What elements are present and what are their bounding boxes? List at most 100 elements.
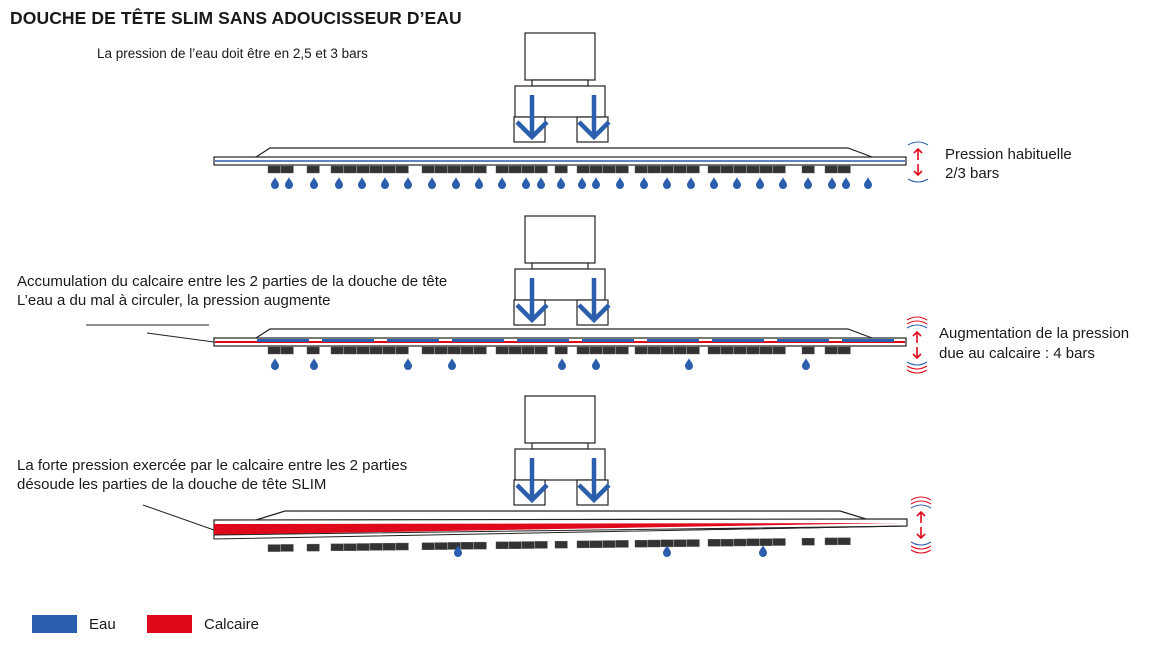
nozzle [707,539,721,547]
nozzle [267,544,281,552]
mixer-neck [531,262,589,270]
panel-1-pressure-label-line-2: 2/3 bars [945,165,1000,182]
pressure-wave-icon [910,545,932,550]
nozzle [589,346,603,355]
nozzle [343,543,357,551]
water-drop-icon [271,358,279,370]
water-pocket [582,339,634,342]
pressure-wave-icon [906,316,928,321]
callout-leader-line [146,332,215,343]
panel-2-caption-line-1: Accumulation du calcaire entre les 2 par… [17,273,448,290]
nozzle [460,542,474,550]
nozzle [589,540,603,548]
nozzle [720,538,734,547]
nozzle [369,346,383,355]
limescale-layer [214,523,900,535]
nozzle [634,539,648,548]
nozzle [508,541,522,549]
water-pocket [777,339,829,342]
shower-head-top-plate [255,147,873,158]
pressure-wave-icon [906,365,928,370]
pressure-wave-icon [910,496,932,501]
water-pocket [647,339,699,342]
nozzle [447,346,461,355]
panel-3-caption-line-2: désoude les parties de la douche de tête… [17,476,327,493]
nozzle [576,346,590,355]
water-drop-icon [271,177,279,189]
page-title: DOUCHE DE TÊTE SLIM SANS ADOUCISSEUR D’E… [10,8,462,28]
water-pocket [517,339,569,342]
water-drop-icon [687,177,695,189]
water-drop-icon [310,358,318,370]
water-drop-icon [864,177,872,189]
water-drop-icon [358,177,366,189]
water-drop-icon [404,177,412,189]
nozzle [634,346,648,355]
water-drop-icon [452,177,460,189]
water-drop-icon [537,177,545,189]
nozzle [521,346,535,355]
mixer-box [524,32,596,81]
nozzle [280,544,294,552]
water-flow-arrowhead-icon [515,120,549,141]
nozzle [733,538,747,547]
nozzle [421,165,435,174]
nozzle [382,346,396,355]
water-drop-icon [522,177,530,189]
connector-body [514,268,606,301]
water-drop-icon [663,545,671,557]
nozzle [602,346,616,355]
panel-1-pressure-label-line-1: Pression habituelle [945,146,1072,163]
callout-leader-line [142,504,215,531]
nozzle [660,165,674,174]
water-drop-icon [335,177,343,189]
nozzle [382,543,396,551]
water-drop-icon [578,177,586,189]
legend-label-limescale: Calcaire [204,615,260,633]
nozzle [801,537,815,546]
nozzle [720,165,734,174]
nozzle [759,538,773,546]
nozzle [447,165,461,174]
water-pocket [712,339,764,342]
mixer-box [524,395,596,444]
panel-limescale-buildup [86,215,928,374]
nozzle [589,165,603,174]
water-flow-arrowhead-icon [577,303,611,324]
nozzle [369,543,383,551]
nozzle [824,537,838,546]
pressure-wave-icon [906,369,928,374]
nozzle [673,346,687,355]
nozzle [673,539,687,547]
pressure-wave-icon [910,541,932,546]
nozzle [495,165,509,174]
nozzle [508,165,522,174]
pressure-up-arrowhead-icon [913,147,923,154]
water-drop-icon [558,358,566,370]
nozzle [434,165,448,174]
water-pocket [387,339,439,342]
nozzle [369,165,383,174]
panel-2-pressure-label-line-1: Augmentation de la pression [939,325,1130,342]
connector-body [514,85,606,118]
pressure-wave-icon [906,320,928,325]
nozzle [267,346,281,355]
pressure-up-arrowhead-icon [912,330,922,337]
water-pocket [842,339,894,342]
water-drop-icon [663,177,671,189]
nozzle [686,539,700,547]
legend-label-water: Eau [89,615,116,633]
nozzle [395,346,409,355]
nozzle [660,346,674,355]
nozzle [772,346,786,355]
nozzle [330,543,344,552]
pressure-down-arrowhead-icon [912,353,922,360]
pressure-down-arrowhead-icon [913,170,923,177]
panel-separation [142,395,932,557]
mixer-neck [531,442,589,450]
nozzle [534,541,548,549]
nozzle [280,346,294,355]
pressure-wave-icon [910,500,932,505]
nozzle [460,165,474,174]
